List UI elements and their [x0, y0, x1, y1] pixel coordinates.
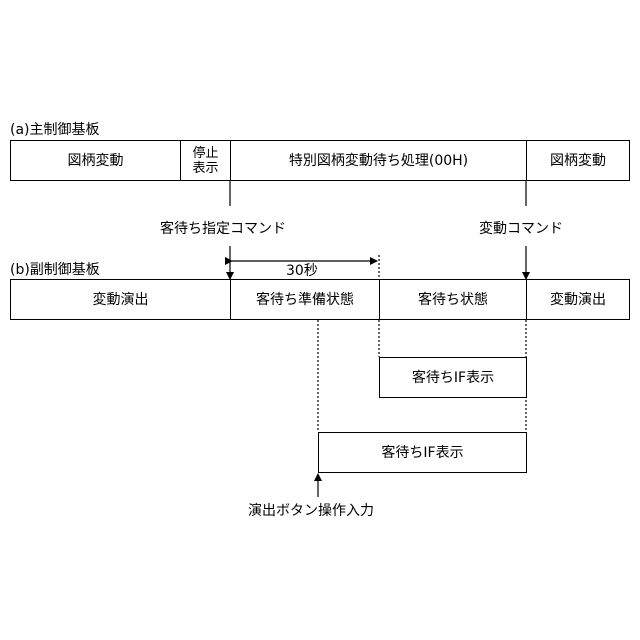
main-segment-label: 図柄変動: [68, 153, 124, 169]
main-segment-pattern-variation: 図柄変動: [10, 140, 181, 181]
sub-segment-standby: 客待ち状態: [379, 279, 527, 320]
duration-label: 30秒: [286, 263, 318, 279]
main-segment-label: 特別図柄変動待ち処理(00H): [289, 153, 468, 169]
sub-board-title: (b)副制御基板: [10, 262, 100, 278]
main-segment-label: 停止 表示: [192, 146, 218, 176]
if-display-label: 客待ちIF表示: [381, 445, 463, 461]
sub-segment-label: 客待ち状態: [418, 292, 488, 308]
sub-segment-standby-prep: 客待ち準備状態: [230, 279, 380, 320]
standby-command-label: 客待ち指定コマンド: [160, 221, 286, 237]
sub-segment-label: 客待ち準備状態: [256, 292, 354, 308]
variation-command-label: 変動コマンド: [479, 221, 563, 237]
main-segment-stop-display: 停止 表示: [180, 140, 231, 181]
standby-if-display-box-1: 客待ちIF表示: [379, 357, 527, 398]
sub-segment-variation-effect: 変動演出: [10, 279, 231, 320]
main-segment-wait-processing: 特別図柄変動待ち処理(00H): [230, 140, 527, 181]
main-segment-label: 図柄変動: [550, 153, 606, 169]
sub-segment-label: 変動演出: [550, 292, 606, 308]
if-display-label: 客待ちIF表示: [412, 370, 494, 386]
sub-segment-variation-effect-2: 変動演出: [526, 279, 630, 320]
button-input-label: 演出ボタン操作入力: [248, 503, 374, 519]
main-board-title: (a)主制御基板: [10, 122, 100, 138]
standby-if-display-box-2: 客待ちIF表示: [318, 432, 527, 473]
main-segment-pattern-variation-2: 図柄変動: [526, 140, 630, 181]
sub-segment-label: 変動演出: [93, 292, 149, 308]
